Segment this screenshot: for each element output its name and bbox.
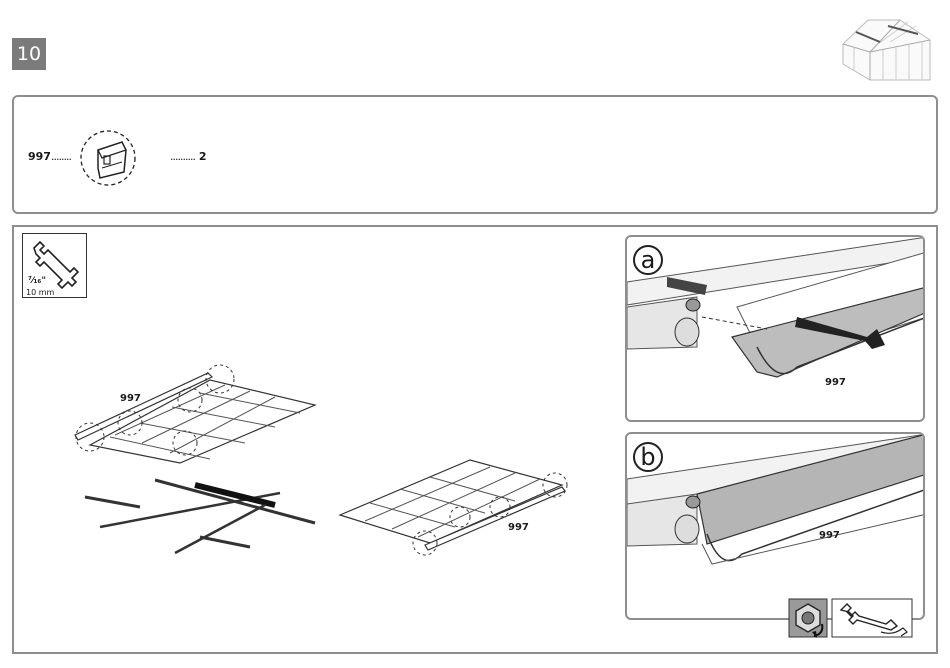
parts-panel: [12, 95, 938, 214]
roof-panel-left-drawing: [60, 365, 330, 475]
detail-b-letter: b: [633, 442, 663, 472]
clip-part-icon: [80, 128, 140, 188]
detail-a-drawing: [627, 237, 925, 422]
assembly-label-left: 997: [120, 393, 141, 404]
bolt-tighten-icon: [788, 598, 828, 638]
assembly-label-right: 997: [508, 522, 529, 533]
detail-a-panel: a 997: [625, 235, 925, 422]
part-code: 997........: [28, 150, 71, 163]
detail-b-drawing: [627, 434, 925, 620]
greenhouse-icon: [838, 14, 938, 84]
step-number-badge: 10: [12, 38, 46, 70]
tool-size-mm: 10 mm: [26, 288, 54, 297]
detail-a-letter: a: [633, 245, 663, 275]
part-quantity: .......... 2: [170, 150, 206, 163]
frame-base-drawing: [80, 475, 320, 565]
roof-panel-right-drawing: [330, 455, 575, 560]
tool-size-inch: ⁷⁄₁₆": [28, 276, 46, 286]
wrench-tighten-icon: [831, 598, 913, 638]
detail-b-panel: b 997: [625, 432, 925, 620]
detail-b-label: 997: [819, 530, 840, 541]
detail-a-label: 997: [825, 377, 846, 388]
